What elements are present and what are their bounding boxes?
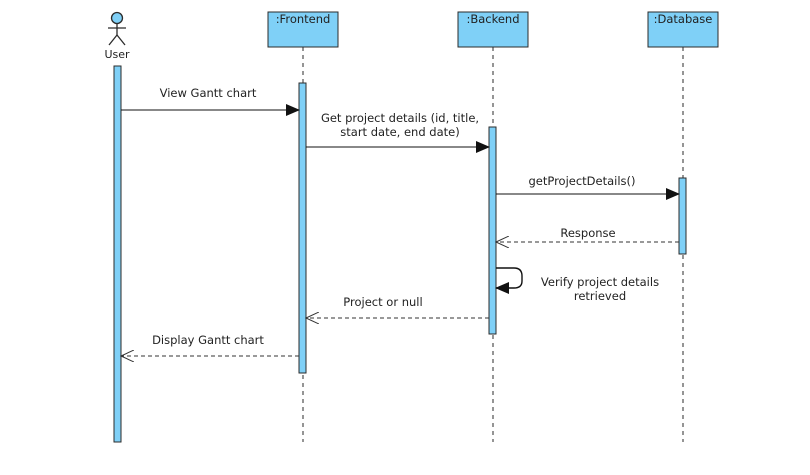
message-arrow: [495, 267, 523, 294]
message-label: Display Gantt chart: [152, 333, 264, 347]
message-label-line1: Get project details (id, title,: [321, 111, 479, 125]
participant-label: :Frontend: [276, 12, 331, 26]
message-getprojectdetails: getProjectDetails(): [496, 174, 680, 200]
message-response: Response: [496, 226, 679, 242]
participant-label: :Database: [654, 12, 713, 26]
participant-box: [267, 11, 339, 48]
participant-backend: :Backend: [457, 11, 529, 48]
message-get-project-details: Get project details (id, title, start da…: [306, 111, 490, 153]
actor-user: User: [104, 11, 130, 61]
activation-user: [113, 65, 122, 443]
message-label: View Gantt chart: [160, 86, 257, 100]
message-label: getProjectDetails(): [528, 174, 635, 188]
participant-box: [457, 11, 529, 48]
message-verify-self-call: Verify project details retrieved: [495, 267, 659, 303]
stick-figure-icon: [108, 11, 126, 46]
actor-label: User: [104, 48, 130, 61]
activation-frontend: [298, 82, 307, 374]
activation-backend: [488, 126, 497, 335]
activation-database: [678, 177, 687, 255]
participant-frontend: :Frontend: [267, 11, 339, 48]
participant-database: :Database: [647, 11, 719, 48]
message-label-line2: retrieved: [574, 289, 626, 303]
message-view-gantt-chart: View Gantt chart: [121, 86, 300, 116]
message-project-or-null: Project or null: [306, 295, 489, 318]
participant-box: [647, 11, 719, 48]
message-label-line2: start date, end date): [340, 125, 459, 139]
message-label: Project or null: [343, 295, 422, 309]
participant-label: :Backend: [466, 12, 519, 26]
message-label: Response: [560, 226, 615, 240]
message-display-gantt-chart: Display Gantt chart: [121, 333, 299, 356]
message-label-line1: Verify project details: [541, 275, 659, 289]
